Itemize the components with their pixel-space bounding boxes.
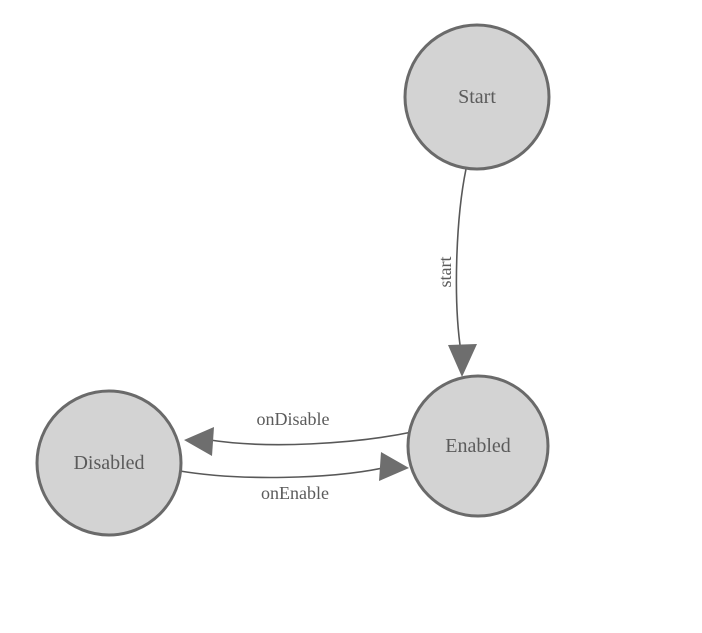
transition-path-enabled-to-disabled [209,431,413,446]
transition-enabled-to-disabled[interactable]: onDisable [184,409,413,456]
transition-label-start: start [435,257,455,288]
state-node-enabled-circle [406,374,550,518]
state-node-disabled[interactable]: Disabled [35,389,183,537]
transition-path-disabled-to-enabled [179,467,384,479]
state-node-start-circle [403,23,551,171]
transition-disabled-to-enabled[interactable]: onEnable [179,452,409,503]
arrowhead-into-enabled-onenable [379,452,409,481]
transition-label-on-disable: onDisable [257,409,330,429]
state-node-disabled-label: Disabled [73,452,144,474]
transition-path-start-to-enabled [455,168,467,353]
state-node-start[interactable]: Start [403,23,551,171]
state-node-start-label: Start [458,86,496,108]
state-node-enabled[interactable]: Enabled [406,374,550,518]
arrowhead-into-disabled [184,427,214,456]
transition-label-on-enable: onEnable [261,483,329,503]
state-node-enabled-label: Enabled [445,435,511,457]
arrowhead-into-enabled [448,344,477,377]
transition-start-to-enabled[interactable]: start [435,168,477,377]
state-node-disabled-circle [35,389,183,537]
